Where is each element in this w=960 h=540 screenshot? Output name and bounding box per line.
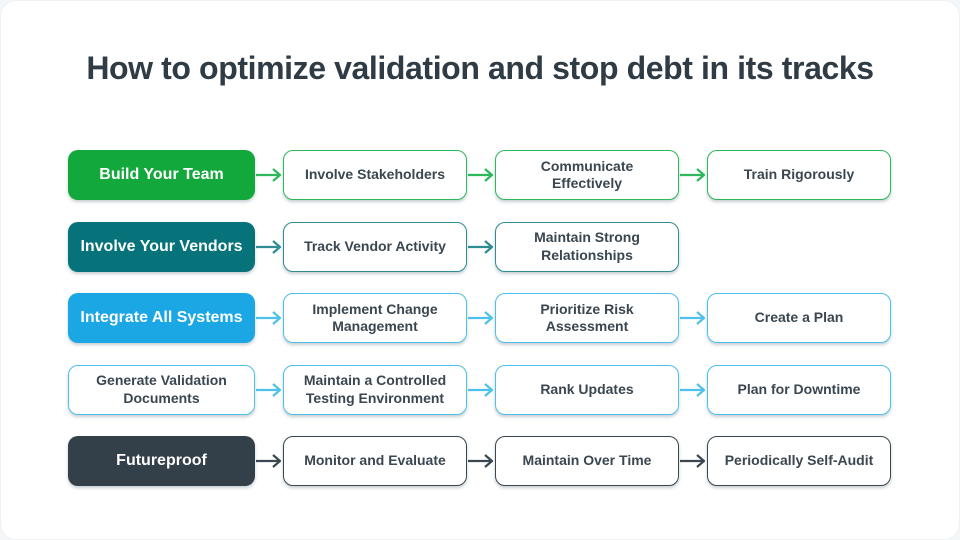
flow-row-integrate-all-systems: Integrate All Systems Implement Change Ma…	[68, 293, 892, 343]
step-box: Train Rigorously	[707, 150, 891, 200]
step-box: Plan for Downtime	[707, 364, 891, 415]
flow-arrow-icon	[255, 365, 283, 415]
step-box: Periodically Self-Audit	[707, 436, 891, 486]
step-box: Monitor and Evaluate	[283, 436, 467, 486]
step-box: Communicate Effectively	[495, 150, 679, 200]
flow-arrow-icon	[679, 365, 707, 415]
flow-arrow-icon	[467, 222, 495, 272]
step-box: Prioritize Risk Assessment	[495, 293, 679, 343]
stage-box-involve-your-vendors: Involve Your Vendors	[68, 221, 255, 272]
flow-arrow-icon	[679, 436, 707, 486]
step-box: Maintain Strong Relationships	[495, 221, 679, 272]
flow-arrow-icon	[467, 365, 495, 415]
flow-arrow-icon	[679, 293, 707, 343]
flow-row-involve-your-vendors: Involve Your Vendors Track Vendor Activit…	[68, 221, 892, 272]
step-box: Maintain a Controlled Testing Environmen…	[283, 364, 467, 415]
flow-arrow-icon	[255, 150, 283, 200]
flow-row-build-your-team: Build Your Team Involve Stakeholders Commu…	[68, 150, 892, 200]
stage-box-integrate-all-systems: Integrate All Systems	[68, 293, 255, 343]
page-title: How to optimize validation and stop debt…	[86, 50, 874, 86]
flow-arrow-icon	[467, 150, 495, 200]
flow-arrow-icon	[255, 436, 283, 486]
flow-row-futureproof: Futureproof Monitor and Evaluate Maintain …	[68, 436, 892, 486]
flow-arrow-icon	[467, 293, 495, 343]
step-box: Create a Plan	[707, 293, 891, 343]
step-box: Track Vendor Activity	[283, 221, 467, 272]
stage-box-generate-validation-documents: Generate Validation Documents	[68, 364, 255, 415]
step-box: Implement Change Management	[283, 293, 467, 343]
flow-arrow-icon	[255, 293, 283, 343]
flow-arrow-icon	[679, 150, 707, 200]
flow-arrow-icon	[255, 222, 283, 272]
stage-box-build-your-team: Build Your Team	[68, 150, 255, 200]
step-box: Maintain Over Time	[495, 436, 679, 486]
step-box: Involve Stakeholders	[283, 150, 467, 200]
flow-rows: Build Your Team Involve Stakeholders Commu…	[68, 150, 892, 508]
stage-box-futureproof: Futureproof	[68, 436, 255, 486]
flow-arrow-icon	[467, 436, 495, 486]
flow-row-generate-validation-documents: Generate Validation Documents Maintain a …	[68, 364, 892, 415]
step-box: Rank Updates	[495, 364, 679, 415]
